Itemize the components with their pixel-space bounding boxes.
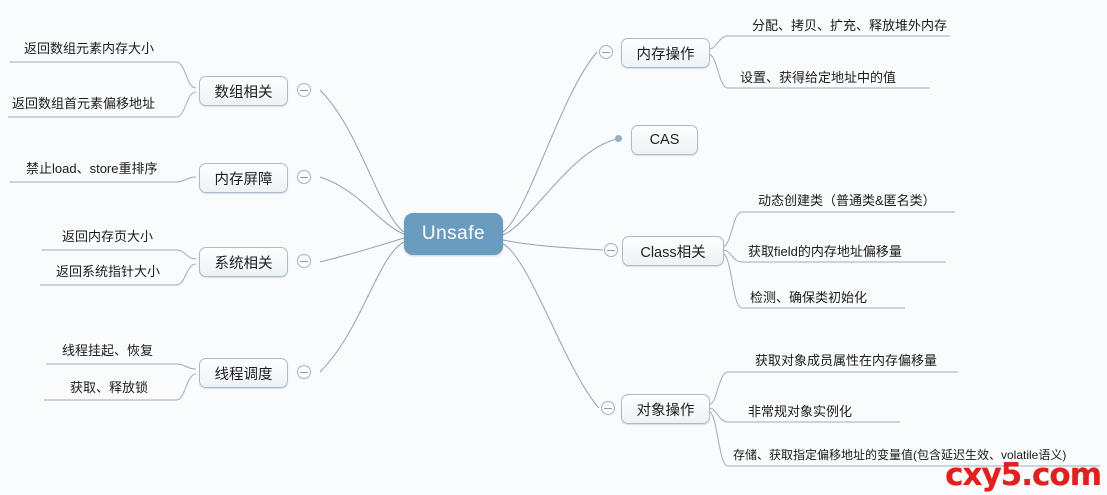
branch-node-label: 系统相关: [214, 255, 273, 272]
collapse-minus-icon[interactable]: [297, 254, 311, 268]
leaf-dot-icon[interactable]: [615, 135, 622, 142]
leaf-label[interactable]: 获取field的内存地址偏移量: [748, 244, 902, 259]
branch-node-system[interactable]: 系统相关: [199, 247, 288, 277]
leaf-label[interactable]: 返回内存页大小: [62, 229, 154, 244]
leaf-label[interactable]: 返回数组元素内存大小: [24, 41, 155, 56]
branch-node-label: 内存操作: [636, 46, 695, 63]
leaf-label[interactable]: 获取对象成员属性在内存偏移量: [755, 353, 938, 368]
collapse-minus-icon[interactable]: [297, 83, 311, 97]
leaf-label[interactable]: 线程挂起、恢复: [62, 343, 154, 358]
leaf-label[interactable]: 返回数组首元素偏移地址: [12, 96, 156, 111]
branch-node-label: 线程调度: [214, 366, 273, 383]
leaf-label[interactable]: 存储、获取指定偏移地址的变量值(包含延迟生效、volatile语义): [733, 448, 1067, 462]
leaf-label[interactable]: 返回系统指针大小: [56, 264, 161, 279]
branch-node-object-ops[interactable]: 对象操作: [621, 394, 710, 424]
leaf-label[interactable]: 非常规对象实例化: [748, 404, 853, 419]
branch-node-class[interactable]: Class相关: [622, 236, 724, 266]
root-node-label: Unsafe: [421, 223, 486, 244]
branch-node-label: Class相关: [640, 244, 706, 261]
collapse-minus-icon[interactable]: [599, 45, 613, 59]
leaf-label[interactable]: 检测、确保类初始化: [750, 290, 868, 305]
branch-node-label: CAS: [649, 132, 680, 148]
branch-node-memory-ops[interactable]: 内存操作: [621, 38, 710, 68]
branch-node-label: 数组相关: [214, 84, 273, 101]
root-node-unsafe[interactable]: Unsafe: [404, 213, 503, 255]
collapse-minus-icon[interactable]: [297, 365, 311, 379]
branch-node-cas[interactable]: CAS: [631, 125, 698, 155]
branch-node-thread-scheduling[interactable]: 线程调度: [199, 358, 288, 388]
watermark: cxy5.com: [945, 457, 1102, 493]
collapse-minus-icon[interactable]: [297, 170, 311, 184]
branch-node-memory-barrier[interactable]: 内存屏障: [199, 163, 288, 193]
leaf-label[interactable]: 禁止load、store重排序: [26, 161, 158, 176]
leaf-label[interactable]: 设置、获得给定地址中的值: [740, 70, 897, 85]
branch-node-label: 内存屏障: [214, 171, 273, 188]
collapse-minus-icon[interactable]: [604, 243, 618, 257]
collapse-minus-icon[interactable]: [601, 401, 615, 415]
leaf-label[interactable]: 获取、释放锁: [70, 380, 149, 395]
branch-node-label: 对象操作: [636, 402, 695, 419]
leaf-label[interactable]: 动态创建类（普通类&匿名类）: [758, 193, 936, 208]
branch-node-array[interactable]: 数组相关: [199, 76, 288, 106]
leaf-label[interactable]: 分配、拷贝、扩充、释放堆外内存: [752, 18, 948, 33]
